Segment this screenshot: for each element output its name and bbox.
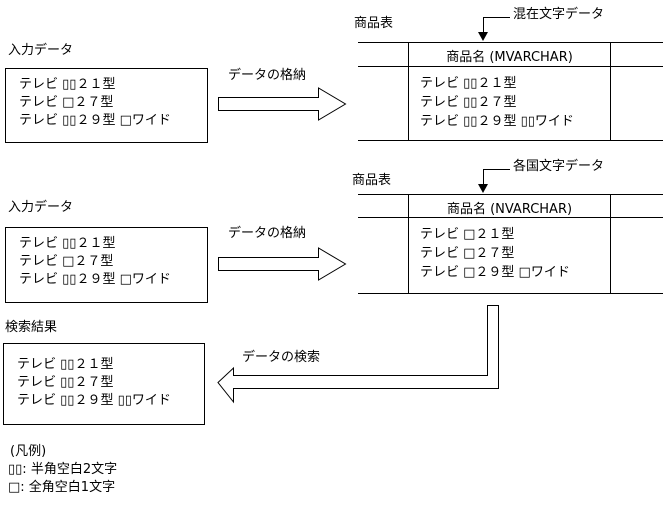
input1-title: 入力データ (8, 43, 74, 58)
input2-title: 入力データ (8, 200, 74, 215)
table-row: テレビ □２９型 □ワイド (420, 265, 570, 280)
table2-bottom-border (358, 293, 663, 294)
table-row: テレビ ▯▯２７型 (420, 95, 517, 110)
data-line: テレビ □２７型 (19, 95, 114, 110)
store2-arrow-label: データの格納 (228, 226, 307, 241)
table2-column-header: 商品名 (NVARCHAR) (446, 202, 573, 217)
table2-column-divider (610, 194, 611, 293)
legend-item-fullwidth: □: 全角空白1文字 (8, 480, 116, 495)
table1-bottom-border (358, 140, 663, 141)
right-arrow-icon (218, 87, 347, 121)
table2-top-border (358, 194, 663, 195)
data-line: テレビ ▯▯２１型 (19, 77, 116, 92)
table2-column-divider (408, 194, 409, 293)
table1-top-border (358, 42, 663, 43)
table2-title: 商品表 (352, 173, 392, 188)
data-line: テレビ ▯▯２７型 (17, 375, 114, 390)
result-title: 検索結果 (5, 320, 58, 335)
table-row: テレビ ▯▯２１型 (420, 76, 517, 91)
down-arrowhead-icon (478, 184, 488, 193)
table1-rows: テレビ ▯▯２１型 テレビ ▯▯２７型 テレビ ▯▯２９型 ▯▯ワイド (420, 74, 574, 131)
legend-title: (凡例) (10, 444, 47, 459)
legend-item-halfwidth: ▯▯: 半角空白2文字 (8, 462, 118, 477)
annotation1-leader-line (483, 17, 510, 18)
annotation2-leader-line (483, 169, 484, 185)
table1-column-divider (408, 42, 409, 140)
table-row: テレビ ▯▯２９型 ▯▯ワイド (420, 114, 574, 129)
table2-header-border (358, 217, 663, 218)
table1-column-header: 商品名 (MVARCHAR) (446, 50, 573, 65)
result-box: テレビ ▯▯２１型 テレビ ▯▯２７型 テレビ ▯▯２９型 ▯▯ワイド (3, 343, 205, 425)
table1-header-border (358, 66, 663, 67)
data-line: テレビ ▯▯２９型 □ワイド (19, 113, 171, 128)
data-line: テレビ ▯▯２１型 (17, 357, 114, 372)
table2-rows: テレビ □２１型 テレビ □２７型 テレビ □２９型 □ワイド (420, 225, 570, 282)
l-shaped-left-arrow-icon (217, 305, 499, 404)
right-arrow-icon (218, 247, 347, 281)
data-line: テレビ ▯▯２９型 □ワイド (19, 272, 171, 287)
annotation1-leader-line (483, 17, 484, 33)
search-arrow-label: データの検索 (242, 350, 321, 365)
table2-annotation: 各国文字データ (513, 159, 605, 174)
data-line: テレビ □２７型 (19, 254, 114, 269)
down-arrowhead-icon (478, 32, 488, 41)
table1-annotation: 混在文字データ (513, 7, 605, 22)
input2-box: テレビ ▯▯２１型 テレビ □２７型 テレビ ▯▯２９型 □ワイド (5, 227, 208, 303)
input1-box: テレビ ▯▯２１型 テレビ □２７型 テレビ ▯▯２９型 □ワイド (5, 68, 208, 143)
table1-title: 商品表 (354, 16, 394, 31)
data-line: テレビ ▯▯２１型 (19, 236, 116, 251)
table-row: テレビ □２７型 (420, 246, 515, 261)
annotation2-leader-line (483, 169, 510, 170)
store1-arrow-label: データの格納 (228, 68, 307, 83)
data-line: テレビ ▯▯２９型 ▯▯ワイド (17, 393, 171, 408)
table-row: テレビ □２１型 (420, 227, 515, 242)
table1-column-divider (610, 42, 611, 140)
